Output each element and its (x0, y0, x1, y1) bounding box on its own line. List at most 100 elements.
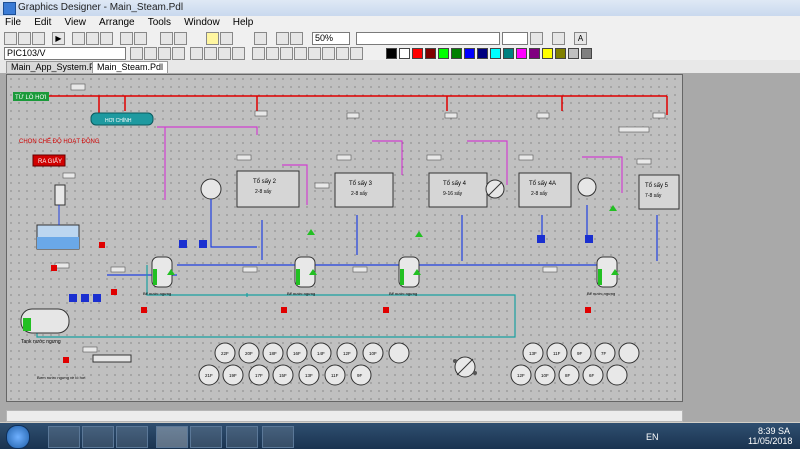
pump-alarm-icons[interactable] (51, 242, 591, 363)
open-folder-icon[interactable] (18, 32, 31, 45)
rotate-icon[interactable] (308, 47, 321, 60)
distribute-v-icon[interactable] (204, 47, 217, 60)
object-name-combo[interactable]: PIC103/V (4, 47, 126, 60)
dryer-sub: 7-8 sấy (645, 193, 662, 199)
zoom-in-icon[interactable] (276, 32, 289, 45)
align-center-icon[interactable] (144, 47, 157, 60)
palette-swatch[interactable] (438, 48, 449, 59)
flip-icon[interactable] (336, 47, 349, 60)
palette-swatch[interactable] (412, 48, 423, 59)
snap-icon[interactable] (174, 32, 187, 45)
palette-swatch[interactable] (451, 48, 462, 59)
bring-front-icon[interactable] (252, 47, 265, 60)
copy-icon[interactable] (86, 32, 99, 45)
lock-icon[interactable] (350, 47, 363, 60)
clock-date[interactable]: 11/05/2018 (748, 436, 793, 446)
align-right-icon[interactable] (158, 47, 171, 60)
separator-label: Bể nước ngưng (389, 291, 417, 296)
taskbar-app-2[interactable] (82, 426, 114, 448)
level-bar (92, 354, 132, 363)
dryer-label: Tổ sấy 2 (253, 178, 277, 185)
tab-main-steam[interactable]: Main_Steam.Pdl (92, 61, 169, 73)
palette-swatch[interactable] (542, 48, 553, 59)
layer-icon[interactable] (206, 32, 219, 45)
horizontal-scrollbar[interactable] (6, 410, 683, 422)
distribute-h-icon[interactable] (190, 47, 203, 60)
run-icon[interactable]: ▶ (52, 32, 65, 45)
zoom-out-icon[interactable] (290, 32, 303, 45)
indicator-square[interactable] (81, 294, 89, 302)
grid-icon[interactable] (160, 32, 173, 45)
zoom-combo[interactable]: 50% (312, 32, 350, 45)
dryer-5[interactable]: Tổ sấy 5 7-8 sấy (638, 174, 680, 210)
taskbar-app-7[interactable] (262, 426, 294, 448)
design-canvas[interactable]: TỪ LÒ HƠI HƠI CHÍNH CHỌN CHẾ ĐỘ HOẠT ĐỘN… (6, 74, 683, 402)
palette-swatch[interactable] (490, 48, 501, 59)
palette-swatch[interactable] (568, 48, 579, 59)
palette-swatch[interactable] (581, 48, 592, 59)
mirror-icon[interactable] (322, 47, 335, 60)
same-width-icon[interactable] (218, 47, 231, 60)
new-file-icon[interactable] (4, 32, 17, 45)
send-back-icon[interactable] (266, 47, 279, 60)
separator-label: Bể nước ngưng (143, 291, 171, 296)
menu-view[interactable]: View (64, 17, 86, 28)
palette-swatch[interactable] (503, 48, 514, 59)
pointer-icon[interactable] (254, 32, 267, 45)
indicator-square[interactable] (199, 240, 207, 248)
taskbar-app-6[interactable] (226, 426, 258, 448)
palette-swatch[interactable] (555, 48, 566, 59)
menu-edit[interactable]: Edit (34, 17, 52, 28)
dryer-sub: 9-16 sấy (443, 191, 463, 197)
palette-swatch[interactable] (425, 48, 436, 59)
dryer-4a[interactable]: Tổ sấy 4A 2-8 sấy (518, 172, 572, 208)
wand-icon[interactable] (172, 47, 185, 60)
ungroup-icon[interactable] (294, 47, 307, 60)
taskbar-app-3[interactable] (116, 426, 148, 448)
indicator-square[interactable] (93, 294, 101, 302)
paste-icon[interactable] (100, 32, 113, 45)
palette-swatch[interactable] (464, 48, 475, 59)
menu-arrange[interactable]: Arrange (99, 17, 135, 28)
svg-text:15F: 15F (279, 373, 287, 378)
cut-icon[interactable] (72, 32, 85, 45)
palette-swatch[interactable] (529, 48, 540, 59)
indicator-square[interactable] (537, 235, 545, 243)
palette-swatch[interactable] (477, 48, 488, 59)
group-icon[interactable] (280, 47, 293, 60)
menu-tools[interactable]: Tools (147, 17, 172, 28)
menu-file[interactable]: File (5, 17, 22, 28)
pump-label: Bơm nước ngưng về lò hơi (37, 375, 85, 380)
font-size-combo[interactable] (502, 32, 528, 45)
clock-time[interactable]: 8:39 SA (758, 426, 791, 436)
taskbar-app-1[interactable] (48, 426, 80, 448)
save-icon[interactable] (32, 32, 45, 45)
taskbar-app-5[interactable] (190, 426, 222, 448)
palette-swatch[interactable] (399, 48, 410, 59)
text-color-icon[interactable]: A (574, 32, 587, 45)
undo-icon[interactable] (120, 32, 133, 45)
language-indicator[interactable]: EN (646, 432, 659, 442)
indicator-square[interactable] (179, 240, 187, 248)
align-left-icon[interactable] (130, 47, 143, 60)
redo-icon[interactable] (134, 32, 147, 45)
fill-color-icon[interactable] (552, 32, 565, 45)
dryer-4[interactable]: Tổ sấy 4 9-16 sấy (428, 172, 488, 208)
same-height-icon[interactable] (232, 47, 245, 60)
dryer-3[interactable]: Tổ sấy 3 2-8 sấy (334, 172, 394, 208)
line-color-icon[interactable] (530, 32, 543, 45)
menu-help[interactable]: Help (232, 17, 254, 28)
font-combo[interactable] (356, 32, 500, 45)
svg-text:14F: 14F (317, 351, 325, 356)
condensate-tank[interactable] (20, 308, 70, 334)
palette-swatch[interactable] (386, 48, 397, 59)
start-button[interactable] (6, 425, 30, 449)
palette-swatch[interactable] (516, 48, 527, 59)
properties-icon[interactable] (220, 32, 233, 45)
dryer-2[interactable]: Tổ sấy 2 2-8 sấy (236, 170, 300, 208)
mode-button[interactable] (32, 154, 66, 167)
menu-window[interactable]: Window (184, 17, 220, 28)
indicator-square[interactable] (69, 294, 77, 302)
indicator-square[interactable] (585, 235, 593, 243)
taskbar-graphics-designer[interactable] (156, 426, 188, 448)
